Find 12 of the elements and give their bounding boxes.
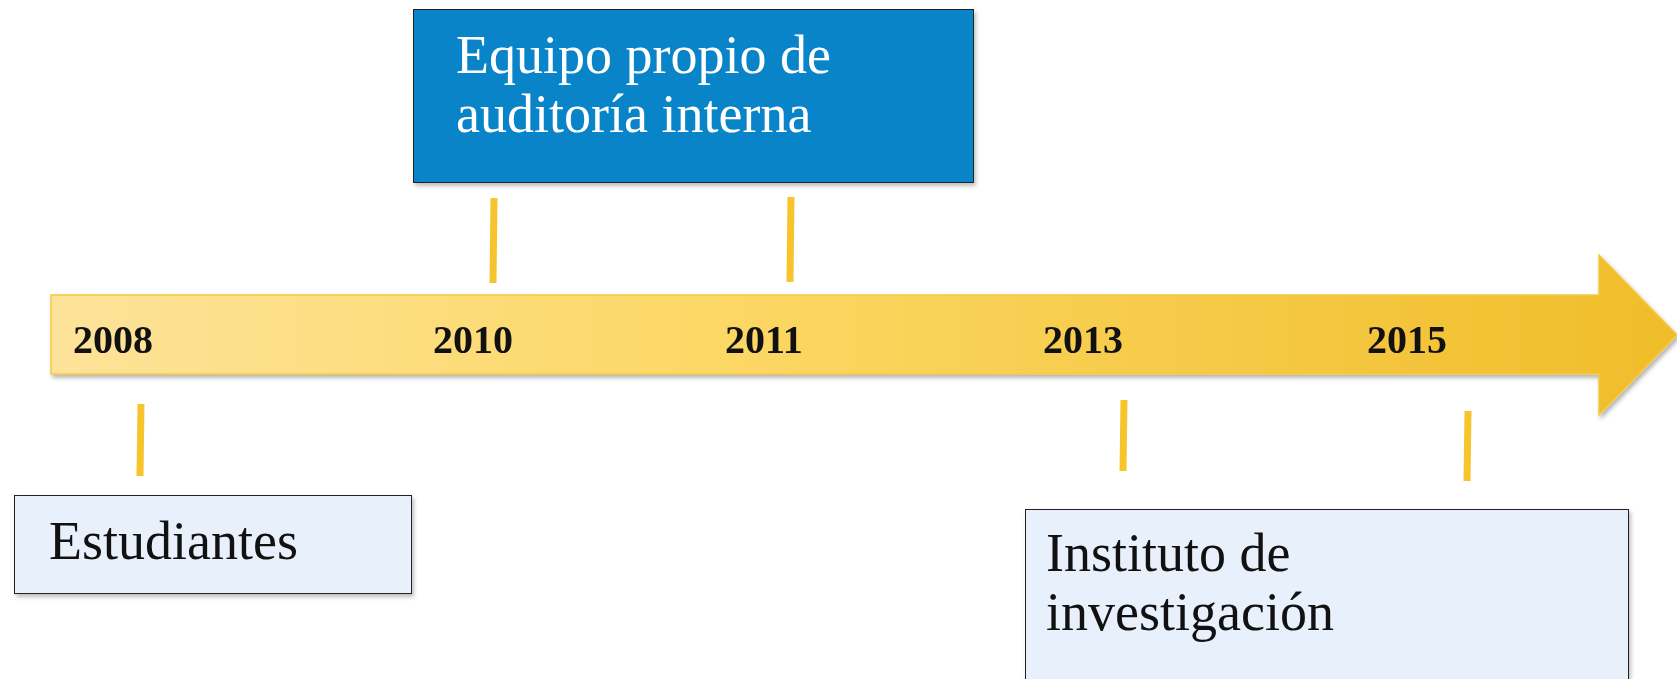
year-label: 2015	[1367, 316, 1447, 363]
event-box	[413, 9, 974, 183]
year-label: 2013	[1043, 316, 1123, 363]
year-label: 2010	[433, 316, 513, 363]
event-label: Equipo propio de auditoría interna	[456, 26, 832, 145]
timeline-arrow	[51, 255, 1677, 415]
event-box	[1025, 509, 1629, 679]
event-label: Estudiantes	[49, 512, 299, 572]
event-label: Instituto de investigación	[1046, 524, 1335, 643]
year-label: 2008	[73, 316, 153, 363]
year-label: 2011	[725, 316, 803, 363]
event-box	[14, 495, 412, 594]
